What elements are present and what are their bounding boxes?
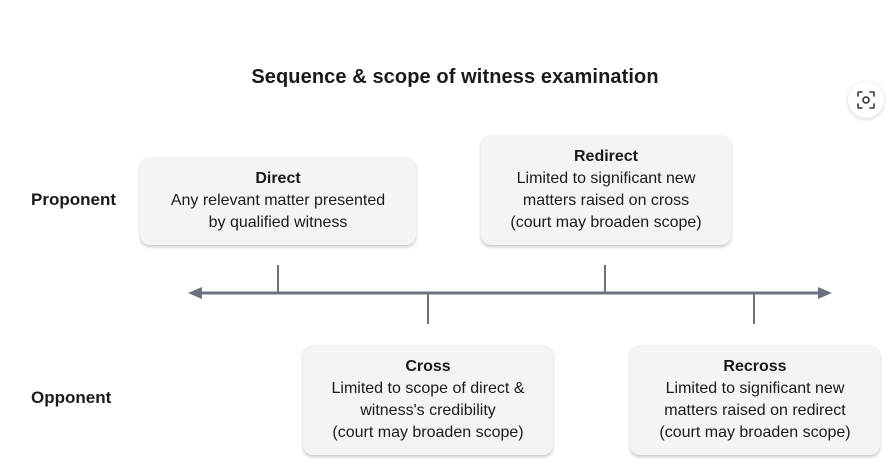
box-redirect-line: matters raised on cross — [522, 192, 690, 209]
box-recross: Recross Limited to significant new matte… — [630, 345, 880, 455]
focus-view-button[interactable] — [848, 82, 884, 118]
box-redirect-line: (court may broaden scope) — [510, 214, 702, 231]
focus-frame-icon — [857, 91, 875, 109]
box-redirect-title: Redirect — [573, 148, 639, 165]
left-arrowhead — [188, 287, 202, 299]
row-label-opponent: Opponent — [31, 388, 112, 407]
right-arrowhead — [818, 287, 832, 299]
box-recross-line: Limited to significant new — [665, 380, 845, 397]
box-direct: Direct Any relevant matter presented by … — [140, 157, 416, 245]
box-direct-line: Any relevant matter presented — [170, 192, 386, 209]
box-direct-line: by qualified witness — [208, 214, 348, 231]
box-cross-line: witness's credibility — [360, 402, 496, 419]
box-cross-title: Cross — [405, 358, 451, 375]
box-cross-line: Limited to scope of direct & — [331, 380, 525, 397]
box-cross: Cross Limited to scope of direct & witne… — [303, 345, 553, 455]
box-recross-title: Recross — [723, 358, 787, 375]
diagram-title: Sequence & scope of witness examination — [251, 66, 659, 88]
box-direct-title: Direct — [255, 170, 301, 187]
box-recross-line: (court may broaden scope) — [659, 424, 851, 441]
row-label-proponent: Proponent — [31, 190, 116, 209]
box-redirect: Redirect Limited to significant new matt… — [481, 135, 731, 245]
box-cross-line: (court may broaden scope) — [332, 424, 524, 441]
box-redirect-line: Limited to significant new — [516, 170, 696, 187]
box-recross-line: matters raised on redirect — [664, 402, 846, 419]
